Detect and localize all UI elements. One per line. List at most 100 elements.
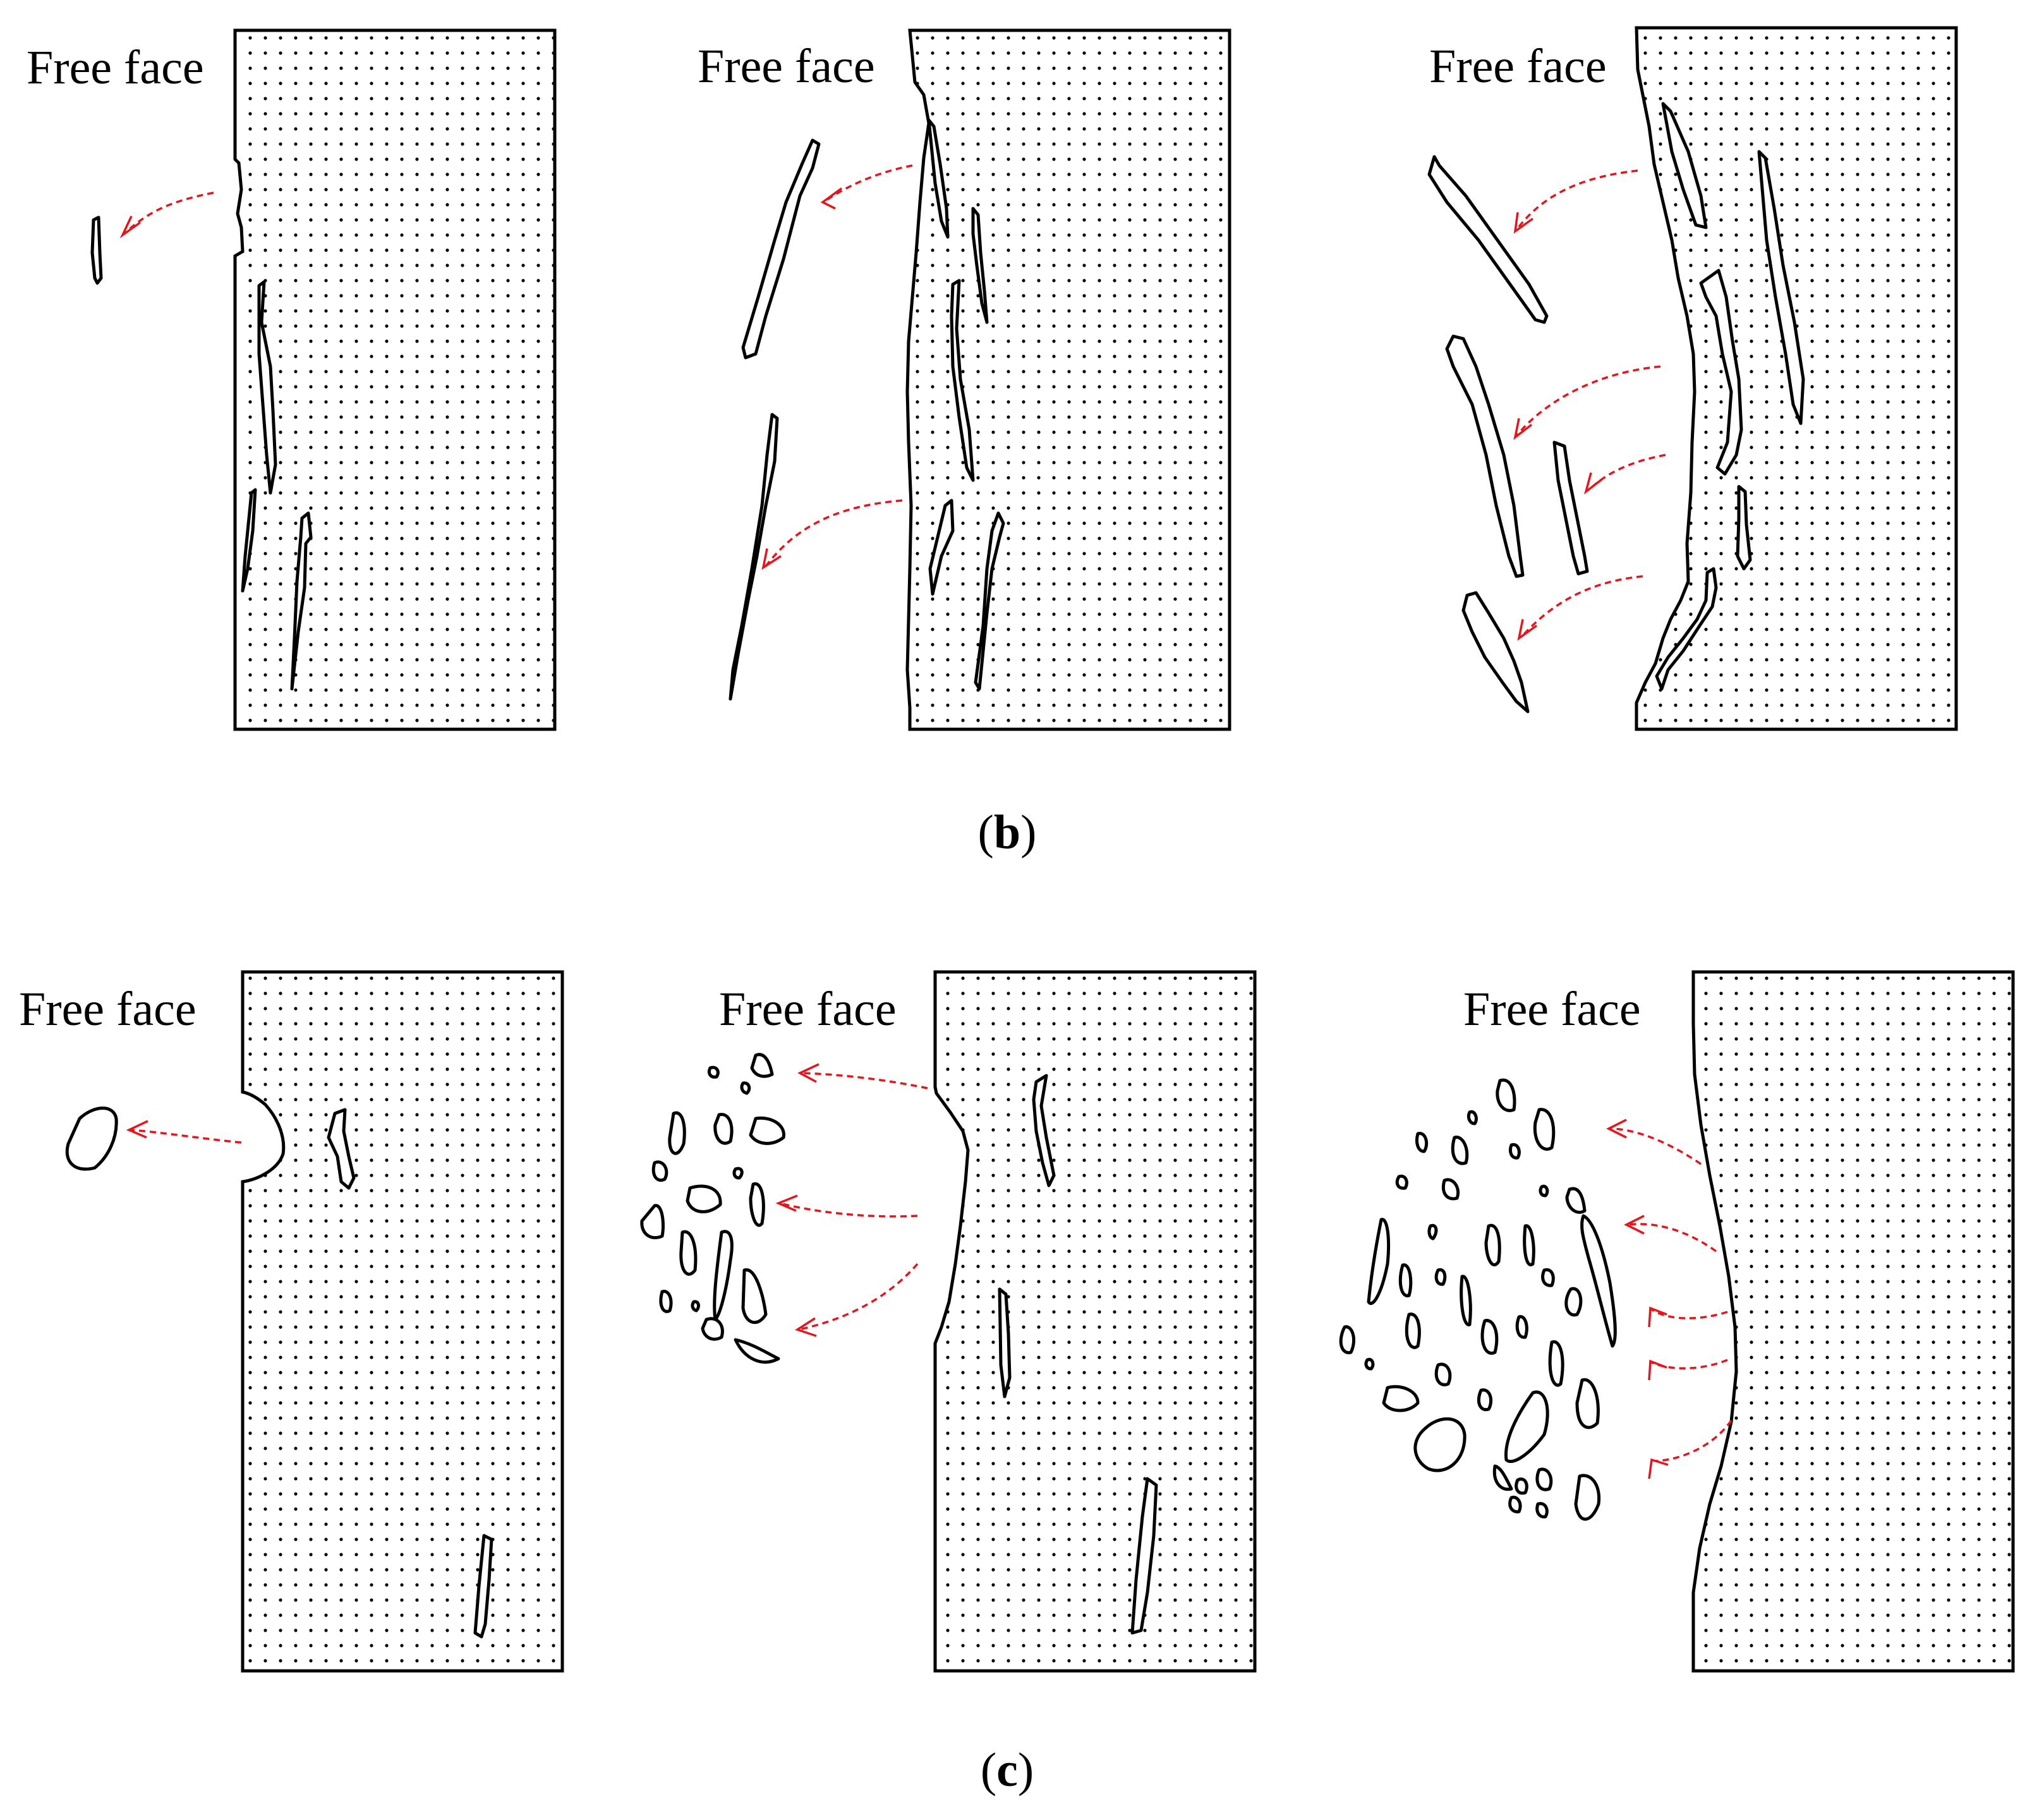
arrow-head [797, 1063, 819, 1083]
ejection-arrow [1515, 169, 1638, 231]
crack [290, 511, 313, 691]
fragment [713, 1113, 734, 1145]
fragment [1496, 1078, 1516, 1112]
crack [974, 511, 1005, 691]
fragment [1427, 155, 1549, 324]
fragment [659, 1289, 673, 1313]
arrow-head [761, 548, 782, 570]
fragment [1477, 1388, 1492, 1412]
fragment [1533, 1108, 1556, 1151]
arrow-head [1648, 1359, 1667, 1381]
ejection-arrow [1520, 575, 1643, 638]
fragment [691, 1300, 700, 1313]
rock-outline [1635, 26, 1958, 731]
crack [1130, 1477, 1158, 1635]
panel-c3: Free face [1339, 970, 2015, 1673]
fragment [1523, 1224, 1535, 1266]
fragment [1552, 440, 1589, 576]
free-face-label: Free face [1463, 983, 1641, 1036]
ejection-arrow [130, 1129, 242, 1144]
ejection-arrow [1655, 1419, 1733, 1462]
fragment [1565, 1187, 1587, 1214]
fragment [701, 1317, 724, 1341]
fragment [707, 1065, 720, 1079]
panel-b2: Free face [698, 28, 1231, 731]
crack [950, 279, 975, 482]
arrow-head [1648, 1306, 1667, 1328]
arrow-head [1624, 1215, 1645, 1235]
fragment [1504, 1390, 1549, 1464]
fragment [740, 1081, 751, 1095]
fragment [686, 1184, 722, 1213]
fragment [1395, 1174, 1408, 1190]
free-face-label: Free face [27, 41, 204, 94]
arrow-head [126, 1120, 148, 1139]
fragment [651, 1160, 668, 1182]
panel-c2: Free face [640, 970, 1257, 1673]
ejection-arrow [1609, 1127, 1702, 1165]
crack [1699, 269, 1743, 476]
fragment [750, 1053, 774, 1078]
crack [473, 1534, 493, 1639]
fragment [741, 138, 821, 360]
fragment [1508, 1495, 1522, 1514]
rock-mass [1693, 972, 2013, 1671]
free-face-label: Free face [19, 983, 197, 1036]
fragment [1580, 1214, 1617, 1348]
ejection-arrow [825, 164, 913, 202]
arrow-head [820, 187, 843, 210]
fragment [1548, 1340, 1564, 1387]
arrow-head [794, 1317, 817, 1337]
fragment [1535, 1467, 1553, 1491]
arrow-head [1606, 1119, 1627, 1139]
arrow-head [119, 215, 142, 239]
fragment [1564, 1287, 1583, 1317]
rock-mass [935, 972, 1255, 1671]
ejection-arrow [123, 191, 214, 235]
fragment [1461, 591, 1530, 713]
panel-c1: Free face [19, 970, 564, 1673]
fragment [1515, 1477, 1528, 1495]
ejection-arrow [1587, 454, 1666, 492]
fragment [1467, 1110, 1478, 1125]
ejection-arrow [779, 1202, 918, 1218]
fragment [1460, 1275, 1472, 1326]
arrow-head [1513, 418, 1533, 440]
ejection-arrow [765, 499, 903, 567]
crack [1032, 1074, 1056, 1187]
crack [1661, 102, 1708, 229]
crack [1655, 567, 1718, 691]
fragment [1415, 1132, 1429, 1153]
fragment [1484, 1223, 1501, 1266]
fragment [1445, 334, 1525, 578]
fragment [668, 1111, 686, 1155]
fragment [1515, 1315, 1528, 1339]
fragment [749, 1182, 765, 1227]
fragment [640, 1204, 665, 1239]
fragment [1413, 1417, 1467, 1472]
rock-outline [233, 28, 557, 731]
crack [971, 207, 989, 324]
crack [1757, 150, 1805, 425]
crack [257, 280, 277, 495]
ejection-arrow [1515, 365, 1661, 437]
rock-outline [905, 28, 1231, 731]
free-face-label: Free face [1429, 40, 1607, 93]
arrow-head [775, 1194, 798, 1212]
fragment [1339, 1325, 1355, 1354]
ejection-arrow [1627, 1223, 1717, 1253]
crack [1736, 485, 1752, 571]
rock-outline [933, 970, 1257, 1673]
fragment [1575, 1378, 1600, 1429]
fragment [1574, 1474, 1601, 1521]
fragment [1442, 1178, 1460, 1201]
rock-mass [235, 30, 555, 729]
ejection-arrow [801, 1072, 928, 1089]
fragment [1405, 1313, 1421, 1349]
fragment [1427, 1223, 1438, 1241]
fragment [732, 1167, 744, 1180]
fragment [1434, 1362, 1452, 1386]
fragment [1398, 1263, 1413, 1297]
free-face-label: Free face [719, 983, 897, 1036]
